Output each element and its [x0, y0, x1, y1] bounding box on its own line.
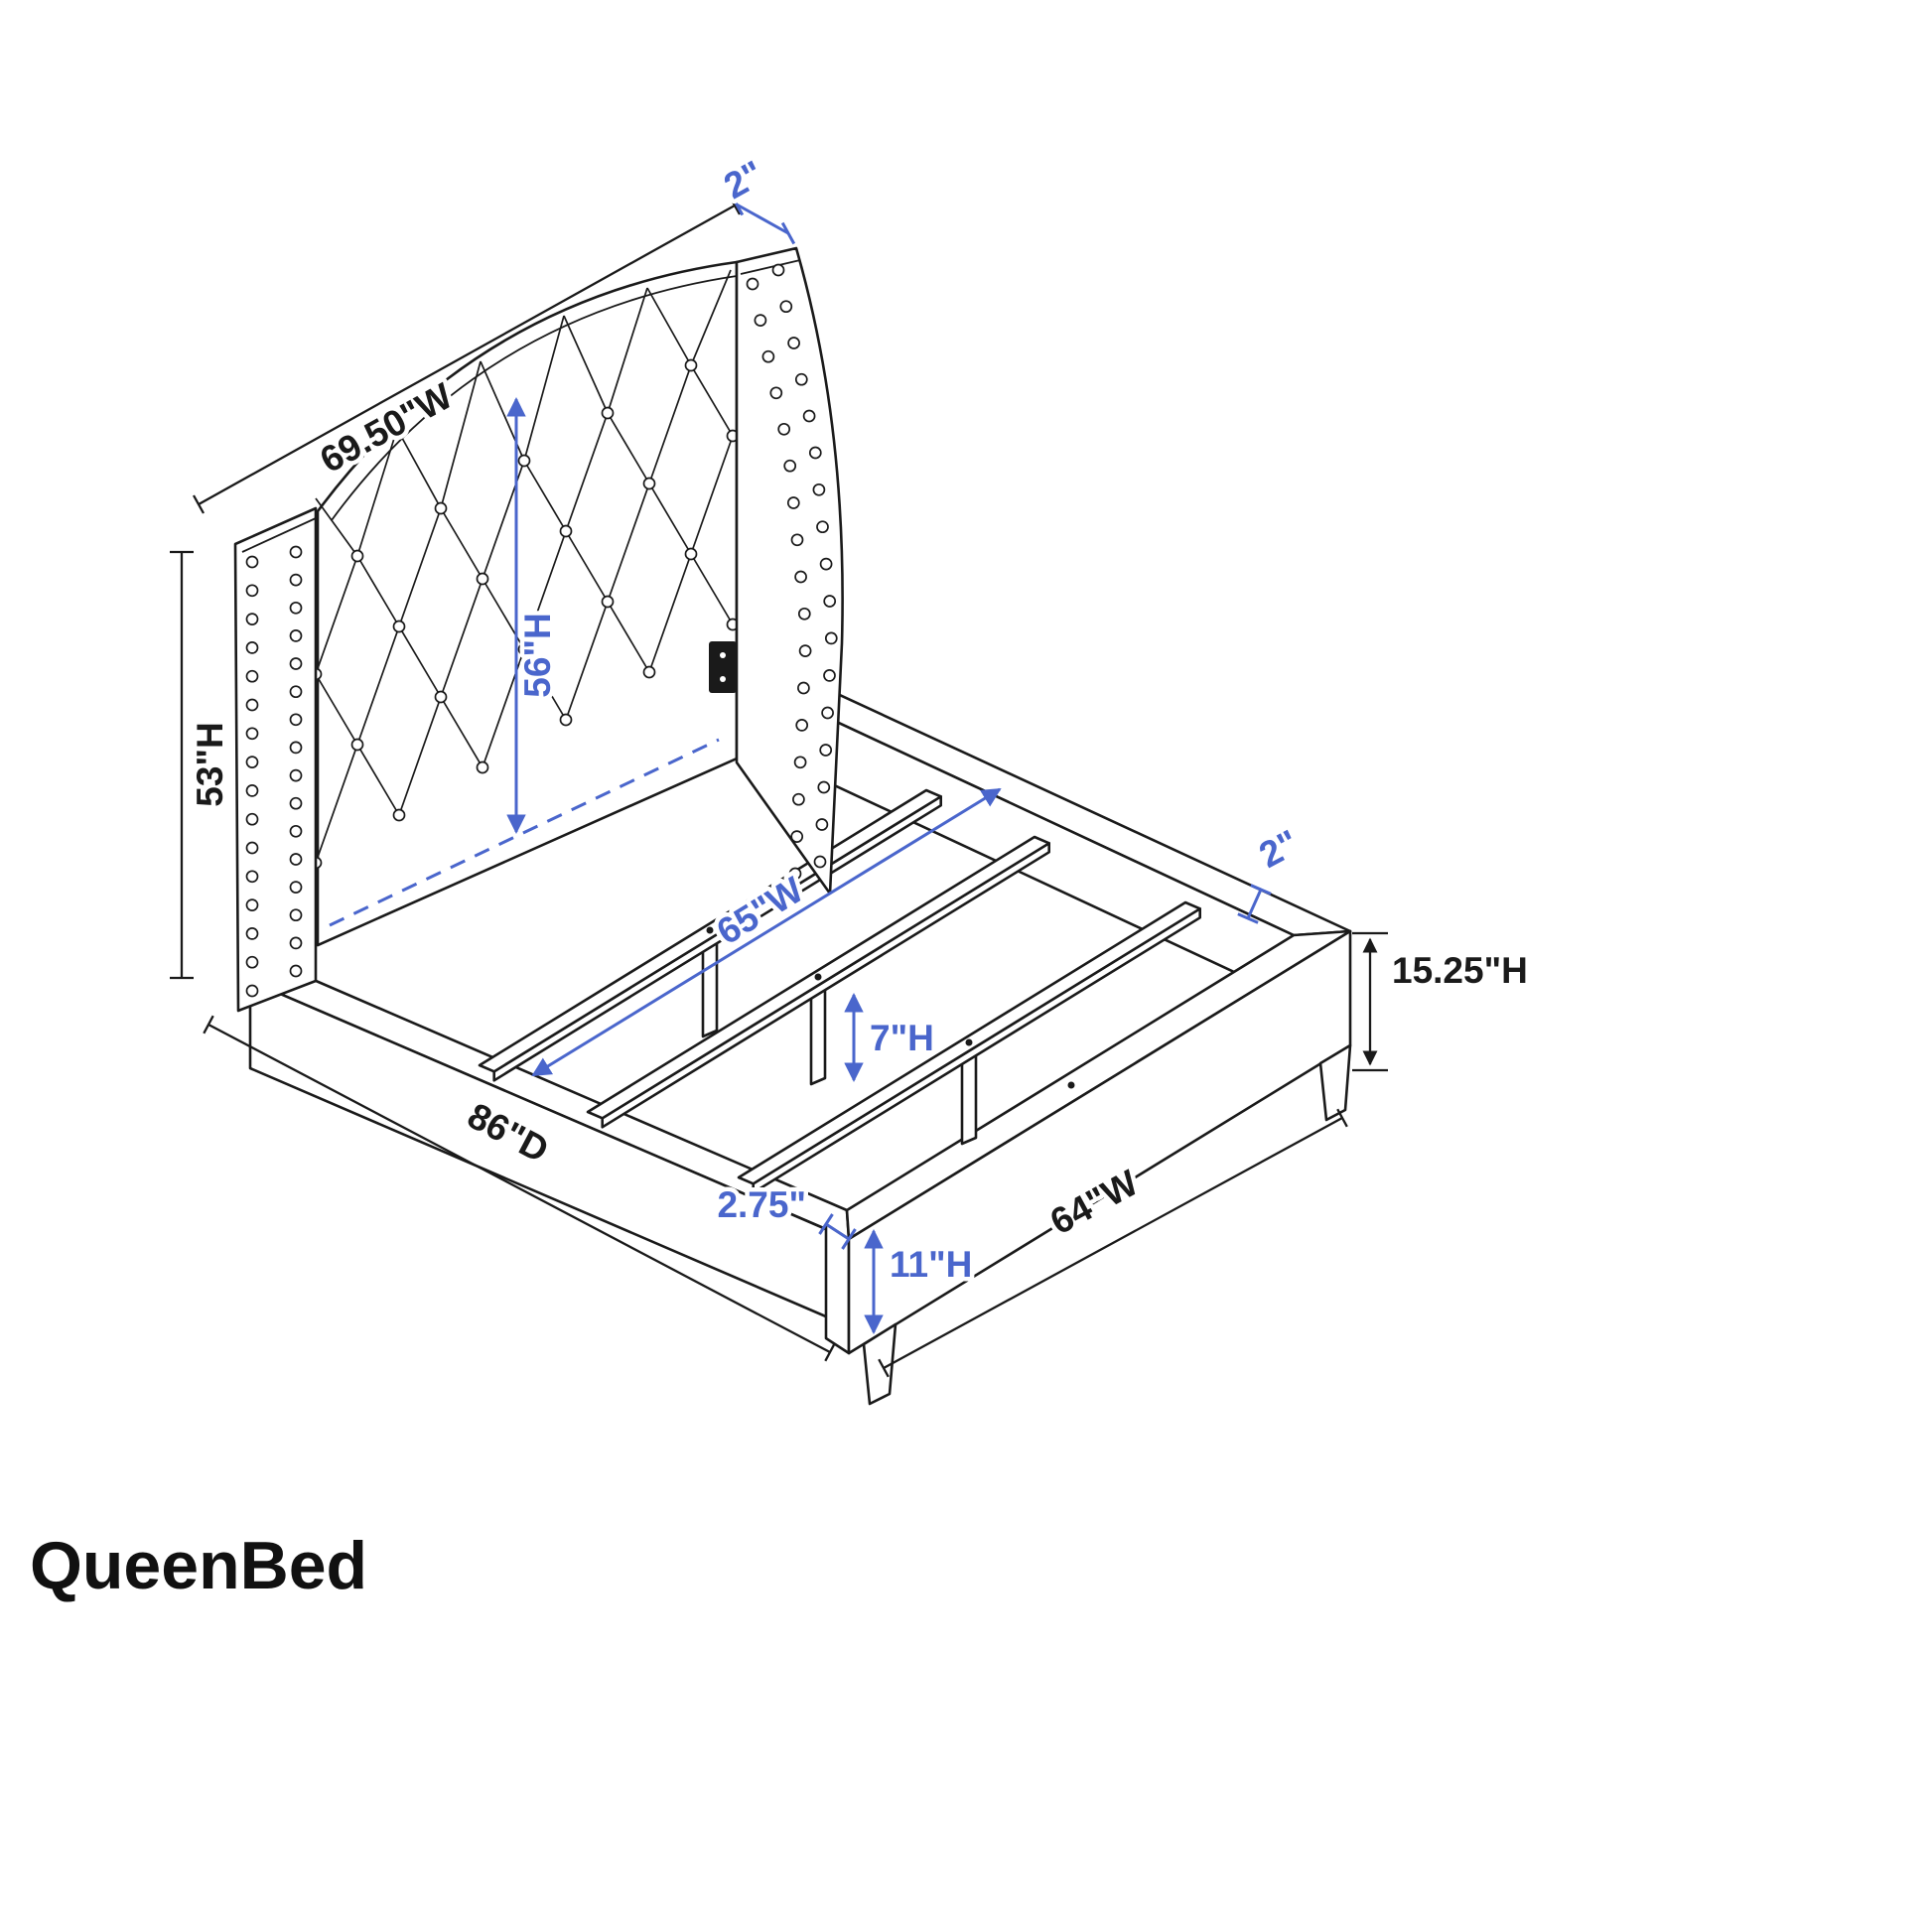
footboard-right-leg — [1318, 1043, 1352, 1122]
slat-support-post-2 — [809, 983, 827, 1086]
headboard-wings — [233, 246, 844, 1013]
mounting-bracket — [709, 641, 737, 693]
label-footboard-height: 11"H — [890, 1244, 972, 1285]
dim-rail-height: 15.25"H — [1352, 931, 1532, 1072]
slat-support-post-1 — [701, 936, 719, 1038]
label-rail-thickness: 2" — [1253, 822, 1306, 876]
footboard-screw-hole — [1067, 1081, 1075, 1089]
headboard — [309, 260, 740, 947]
label-inner-width: 65"W — [710, 869, 810, 952]
dim-footboard-height: 11"H — [864, 1229, 977, 1334]
footboard-left-leg — [862, 1322, 897, 1406]
headboard-panel — [316, 260, 739, 947]
label-headboard-height: 56"H — [517, 613, 558, 697]
dim-support-height: 7"H — [844, 993, 938, 1082]
dim-footboard-thickness: 2.75" — [713, 1180, 857, 1250]
footboard-outer-face — [847, 929, 1352, 1355]
dim-side-height: 53"H — [170, 550, 235, 980]
bed-frame — [248, 645, 1352, 1406]
slat-support-post-3 — [960, 1048, 978, 1146]
label-rail-height: 15.25"H — [1392, 950, 1528, 991]
slat-1-screw — [706, 926, 714, 934]
diagram-title: QueenBed — [30, 1528, 367, 1603]
label-footboard-thickness: 2.75" — [717, 1184, 806, 1225]
label-headboard-thickness: 2" — [717, 153, 769, 207]
dim-headboard-thickness: 2" — [713, 148, 796, 245]
slat-3-screw — [965, 1038, 973, 1046]
headboard-top-edge-inner-line — [331, 275, 738, 521]
dim-headboard-height: 56"H — [329, 397, 720, 927]
label-support-height: 7"H — [870, 1018, 934, 1058]
slat-2-screw — [814, 973, 822, 981]
left-wing-top-edge — [241, 517, 317, 553]
label-side-height: 53"H — [190, 722, 230, 806]
right-wing — [735, 246, 844, 896]
right-wing-top-edge — [740, 259, 801, 275]
